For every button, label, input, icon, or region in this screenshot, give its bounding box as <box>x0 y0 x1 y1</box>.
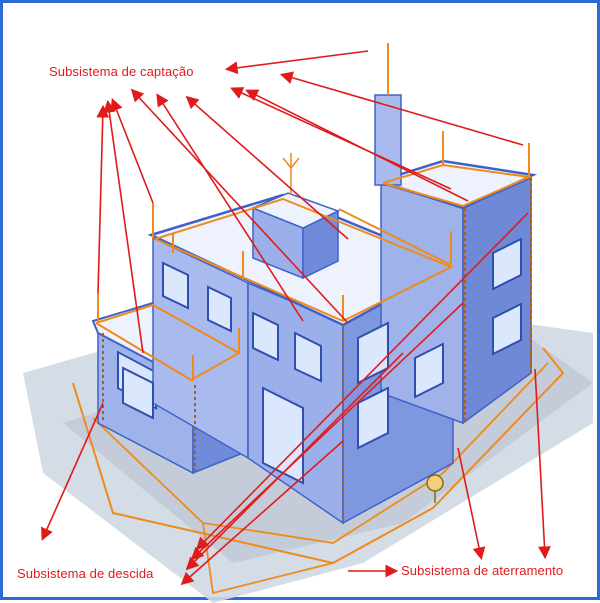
building-illustration <box>23 43 593 603</box>
down-conductors <box>102 178 532 523</box>
annotation-arrows-aterramento <box>348 368 551 578</box>
annotation-arrows-captacao <box>96 50 524 354</box>
annotation-arrows-descida <box>41 212 529 586</box>
label-captacao: Subsistema de captação <box>49 64 194 79</box>
label-descida: Subsistema de descida <box>17 566 154 581</box>
windows <box>122 237 522 485</box>
label-aterramento: Subsistema de aterramento <box>401 563 564 578</box>
ground-electrode-icon <box>426 474 444 503</box>
ground-grid-outer <box>72 347 565 565</box>
air-terminals <box>97 43 530 381</box>
ground-grid-inner <box>92 362 549 544</box>
